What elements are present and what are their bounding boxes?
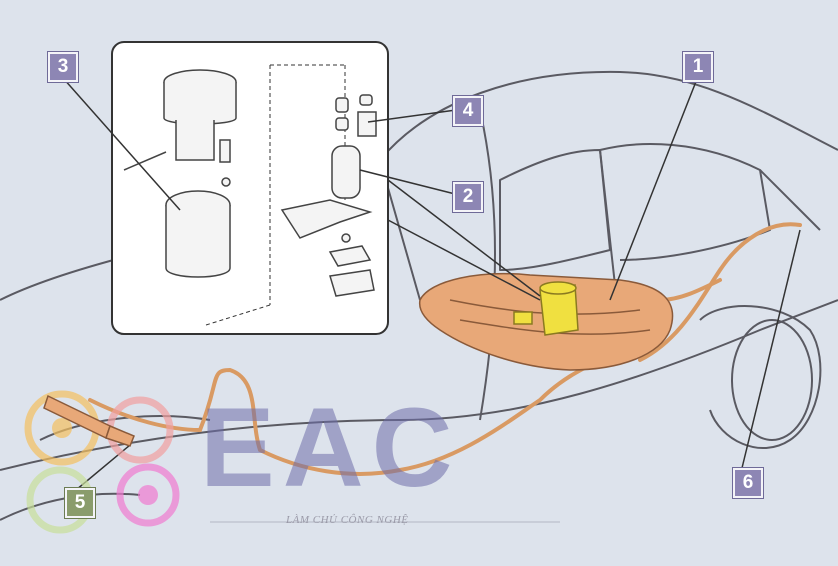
callout-4: 4	[452, 95, 484, 127]
injector-assembly	[43, 394, 135, 447]
callout-6: 6	[732, 467, 764, 499]
callout-1: 1	[682, 51, 714, 83]
watermark-logo	[24, 390, 180, 534]
callout-5: 5	[64, 487, 96, 519]
fuel-pump-module	[513, 281, 579, 336]
watermark-tagline: LÀM CHỦ CÔNG NGHỆ	[286, 514, 409, 526]
callout-2: 2	[452, 181, 484, 213]
watermark-text: EAC	[200, 385, 461, 510]
callout-3: 3	[47, 51, 79, 83]
detail-inset	[111, 41, 541, 335]
